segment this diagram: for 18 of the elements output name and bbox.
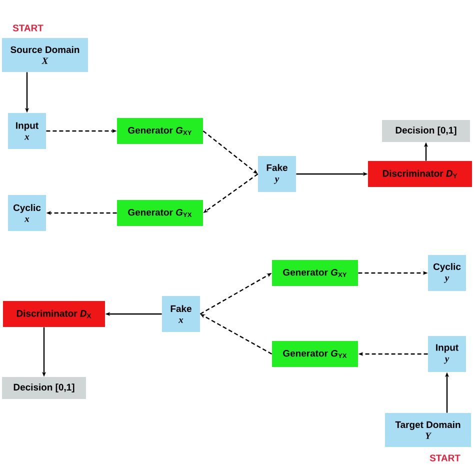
start-label: START <box>12 24 44 32</box>
decision-box: Decision [0,1] <box>2 377 86 399</box>
start-label: START <box>430 454 460 462</box>
generator-box: Generator G$_{XY}$ <box>117 118 203 144</box>
generator-box: Generator G$_{YX}$ <box>117 200 203 226</box>
discriminator-box: Discriminator D$_{X}$ <box>3 301 105 327</box>
input-box: Input x <box>8 113 46 149</box>
fake-sample-box: Fake x <box>162 296 200 332</box>
decision-box: Decision [0,1] <box>382 120 470 142</box>
input-box: Input y <box>428 336 466 372</box>
output-box: Cyclic x <box>8 195 46 231</box>
generator-box: Generator G$_{XY}$ <box>272 260 358 286</box>
discriminator-box: Discriminator D$_{Y}$ <box>368 161 472 187</box>
output-box: Cyclic y <box>428 255 466 291</box>
domain-box: Source Domain X <box>2 38 88 72</box>
generator-box: Generator G$_{YX}$ <box>272 341 358 367</box>
domain-box: Target Domain Y <box>385 413 471 447</box>
fake-sample-box: Fake y <box>258 156 296 192</box>
